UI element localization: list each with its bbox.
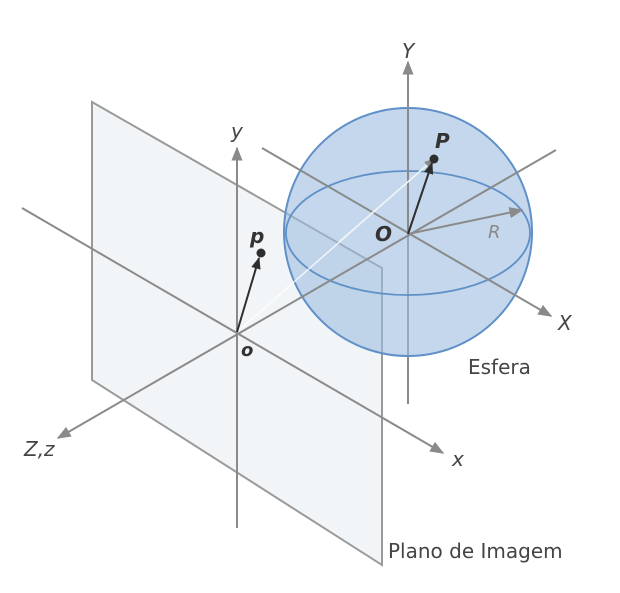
label-y-lower: y	[230, 119, 244, 143]
point-p	[256, 248, 266, 258]
label-plane: Plano de Imagem	[388, 539, 563, 563]
Z-axis	[56, 149, 557, 439]
point-P	[429, 154, 439, 164]
label-R-radius: R	[488, 222, 501, 243]
label-p-point: p	[249, 224, 264, 248]
label-X-upper: X	[557, 311, 573, 335]
vector-O-to-P	[407, 161, 434, 235]
label-O-center: O	[375, 222, 392, 246]
label-Zz: Z,z	[23, 437, 55, 461]
projection-ray-arrow	[339, 158, 435, 242]
x-axis-image	[21, 207, 445, 454]
label-x-lower: x	[451, 447, 464, 471]
radius-vector	[407, 207, 524, 235]
label-o-origin: o	[241, 340, 253, 361]
label-Y-upper: Y	[402, 39, 416, 63]
vector-o-to-p	[236, 256, 261, 333]
X-axis-world	[261, 147, 553, 317]
label-sphere: Esfera	[468, 355, 531, 379]
label-P-point: P	[435, 129, 450, 153]
